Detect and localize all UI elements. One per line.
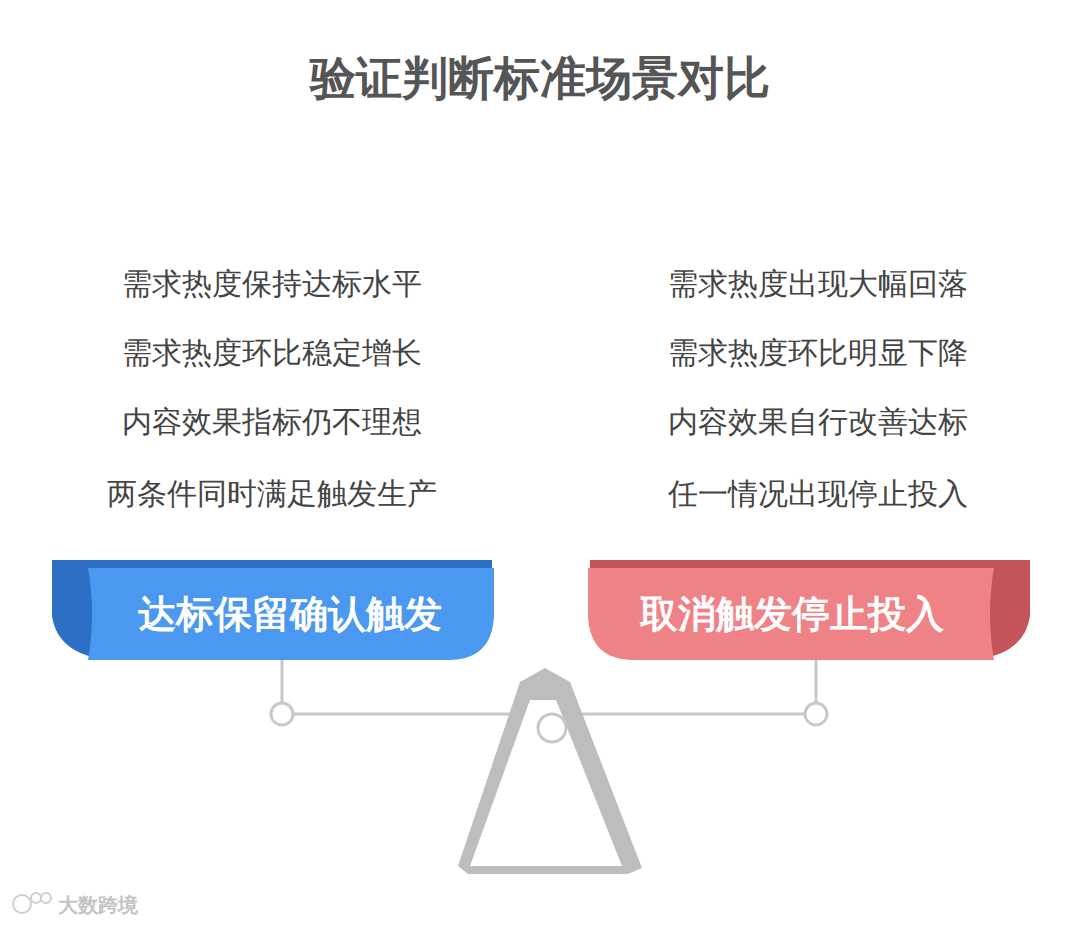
condition-text: 内容效果指标仍不理想 <box>122 402 422 443</box>
hanger-line <box>281 660 284 703</box>
banner-text: 达标保留确认触发 <box>138 589 442 640</box>
pivot <box>538 714 566 742</box>
end-circle <box>805 703 827 725</box>
watermark-icon <box>13 893 51 913</box>
banner-front <box>88 568 494 660</box>
hanger-line <box>815 660 818 703</box>
condition-text: 需求热度环比稳定增长 <box>122 333 422 374</box>
condition-text: 任一情况出现停止投入 <box>668 474 968 515</box>
condition-text: 内容效果自行改善达标 <box>668 402 968 443</box>
banner: 达标保留确认触发 <box>52 556 494 662</box>
condition-text: 需求热度出现大幅回落 <box>668 264 968 305</box>
title: 验证判断标准场景对比 <box>310 48 770 110</box>
end-circle <box>271 703 293 725</box>
condition-text: 两条件同时满足触发生产 <box>107 474 437 515</box>
watermark: 大数跨境 <box>58 892 138 919</box>
banner: 取消触发停止投入 <box>588 556 1030 662</box>
fulcrum-inner <box>470 700 622 866</box>
banner-text: 取消触发停止投入 <box>640 589 944 640</box>
banner-front <box>588 568 994 660</box>
condition-text: 需求热度保持达标水平 <box>122 264 422 305</box>
condition-text: 需求热度环比明显下降 <box>668 333 968 374</box>
fulcrum <box>458 668 642 874</box>
